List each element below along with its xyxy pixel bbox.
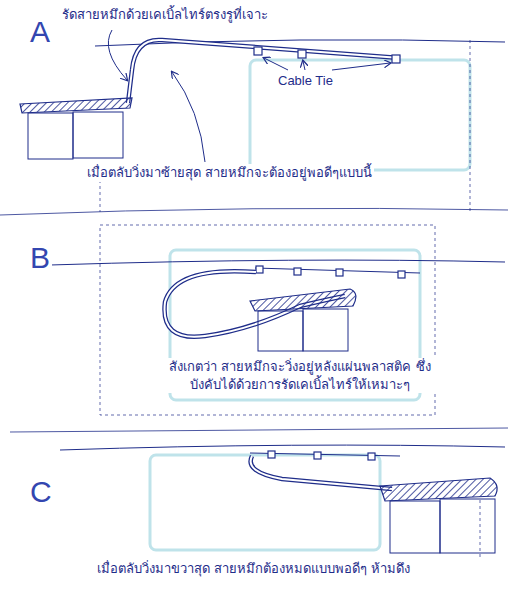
note-text: เมื่อตลับวิ่งมาขวาสุด สายหมึกต้องหมดแบบพ… bbox=[95, 560, 412, 578]
section-a-drawing bbox=[20, 30, 505, 162]
part-label: Cable Tie bbox=[276, 72, 335, 90]
section-letter: C bbox=[28, 472, 54, 513]
note-text: สังเกตว่า สายหมึกจะวิ่งอยู่หลังแผ่นพลาสต… bbox=[163, 358, 437, 393]
section-letter: B bbox=[28, 238, 52, 279]
section-letter: A bbox=[28, 12, 52, 53]
section-divider bbox=[10, 428, 508, 432]
section-b-drawing bbox=[50, 225, 505, 415]
watermark-panel bbox=[150, 60, 470, 550]
section-c-drawing bbox=[60, 445, 505, 560]
section-divider bbox=[0, 208, 508, 215]
frame-line bbox=[100, 40, 470, 212]
note-text: เมื่อตลับวิ่งมาซ้ายสุด สายหมึกจะต้องอยู่… bbox=[85, 164, 374, 182]
note-text: รัดสายหมึกด้วยเคเบิ้ลไทร์ตรงรูที่เจาะ bbox=[60, 6, 270, 24]
